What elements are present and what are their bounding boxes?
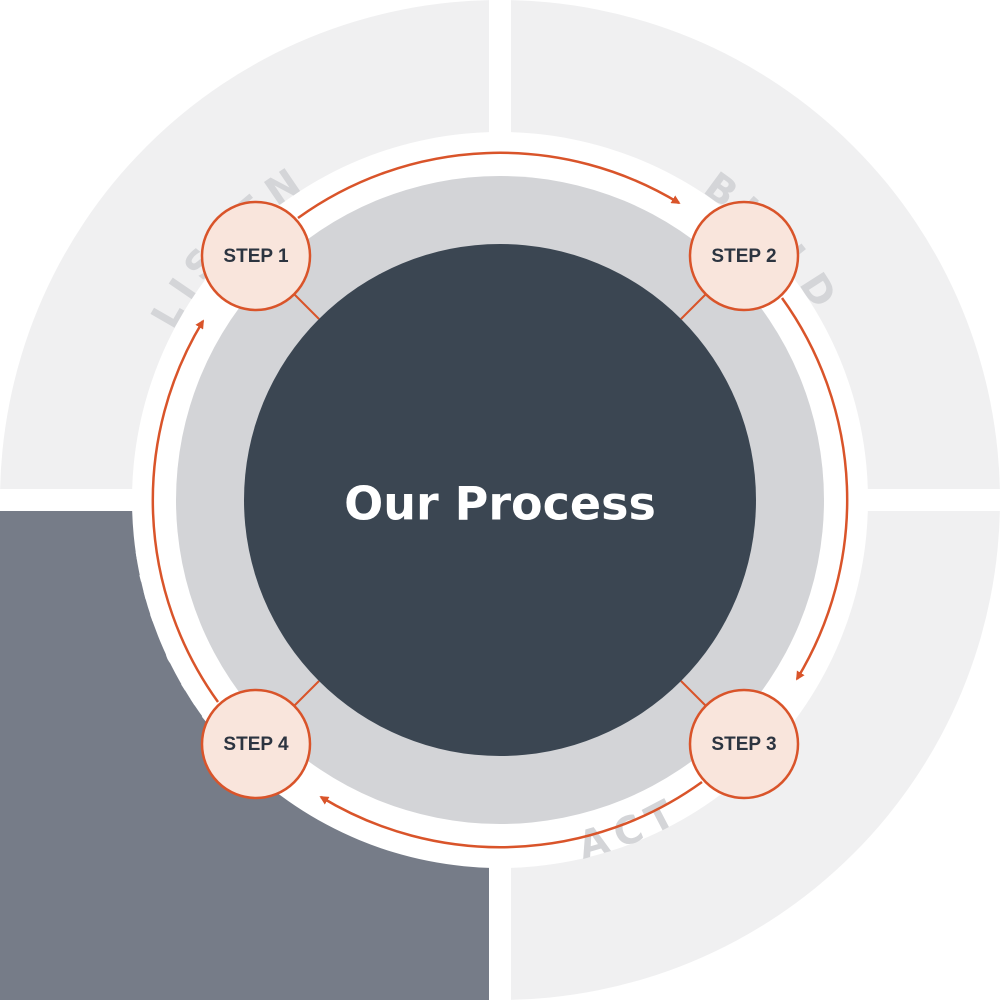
step-3-label: STEP 3 [711, 734, 776, 755]
step-1-node: STEP 1 [200, 200, 312, 312]
arrow-step4-to-step1 [151, 319, 220, 703]
arrow-step1-to-step2 [297, 151, 681, 220]
step-2-label: STEP 2 [711, 246, 776, 267]
step-4-label: STEP 4 [223, 734, 289, 755]
step-2-node: STEP 2 [688, 200, 800, 312]
arrow-step3-to-step4 [319, 780, 703, 849]
quadrant-act [511, 511, 1000, 1000]
center-title: Our Process [344, 477, 656, 531]
center-circle [244, 244, 756, 756]
step-connectors [293, 293, 707, 707]
step-3-node: STEP 3 [688, 688, 800, 800]
quadrant-inform [0, 511, 489, 1000]
step-1-label: STEP 1 [223, 246, 289, 267]
cycle-arrows [151, 151, 849, 849]
quadrant-build [511, 0, 1000, 489]
step-4-node: STEP 4 [200, 688, 312, 800]
arrow-step2-to-step3 [780, 297, 849, 681]
quadrant-listen [0, 0, 489, 489]
